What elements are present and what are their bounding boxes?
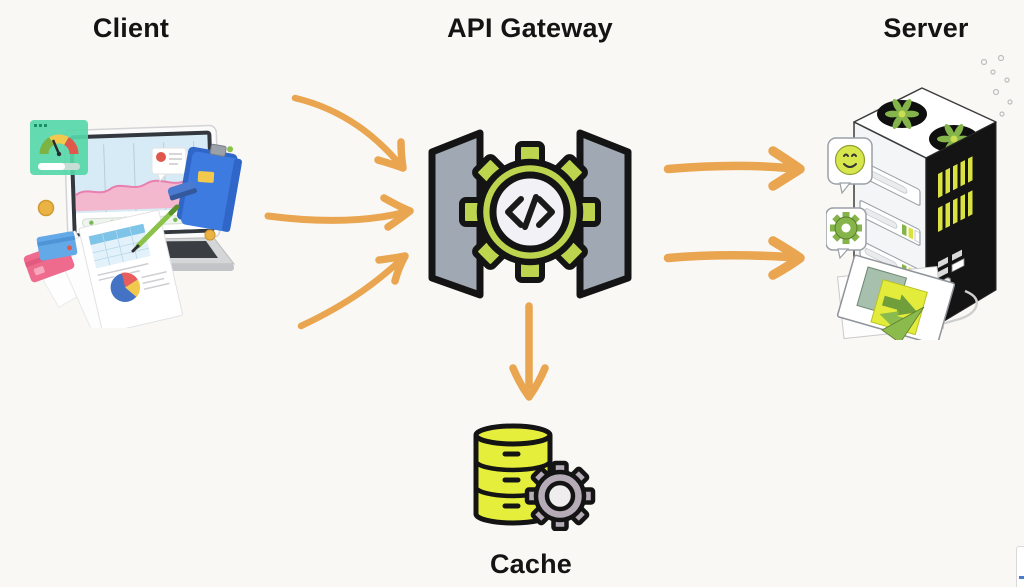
cache-database-gear-icon xyxy=(473,423,596,531)
credit-card-blue xyxy=(36,231,78,261)
client-label: Client xyxy=(92,13,170,43)
api-gateway-label: API Gateway xyxy=(447,13,613,43)
client-illustration xyxy=(23,120,242,328)
decor-dots xyxy=(980,54,1013,117)
gear-bubble-icon xyxy=(826,207,867,260)
arrow-bottom xyxy=(297,254,407,330)
arrowhead xyxy=(374,138,407,172)
arrow-bottom xyxy=(663,251,793,263)
code-brackets-icon xyxy=(505,194,555,230)
gateway-right-panel xyxy=(576,129,632,299)
server-illustration xyxy=(826,54,1013,340)
partial-corner-card xyxy=(1016,546,1024,587)
edge-gateway-to-server xyxy=(663,146,805,280)
cache-label: Cache xyxy=(489,549,573,579)
arrowhead xyxy=(768,146,805,191)
server-label: Server xyxy=(883,13,969,43)
edge-gateway-to-cache xyxy=(509,302,549,401)
folder-icon xyxy=(176,143,242,232)
edge-client-to-gateway xyxy=(264,94,414,330)
pen-icon xyxy=(131,204,180,253)
smiley-bubble-icon xyxy=(827,137,873,195)
arrow-top xyxy=(291,94,406,171)
arrow-top xyxy=(663,161,793,174)
arrowhead xyxy=(375,252,409,285)
gear-code-icon xyxy=(459,141,601,283)
sync-card xyxy=(836,254,956,340)
arrowhead xyxy=(380,194,414,231)
api-gateway-icon xyxy=(428,129,632,299)
blue-speck xyxy=(1019,576,1024,579)
gear-icon xyxy=(524,460,596,531)
coin-icon xyxy=(204,229,216,241)
arrowhead xyxy=(768,236,805,280)
stapler xyxy=(167,181,197,201)
fan-icon xyxy=(877,99,927,129)
pie-chart-icon xyxy=(109,271,141,303)
gauge-card xyxy=(30,120,88,175)
gateway-left-panel xyxy=(428,129,484,299)
vent-grille xyxy=(938,156,973,232)
arrow-middle xyxy=(264,208,410,224)
coin-icon xyxy=(37,199,55,217)
arrowhead xyxy=(509,364,549,401)
